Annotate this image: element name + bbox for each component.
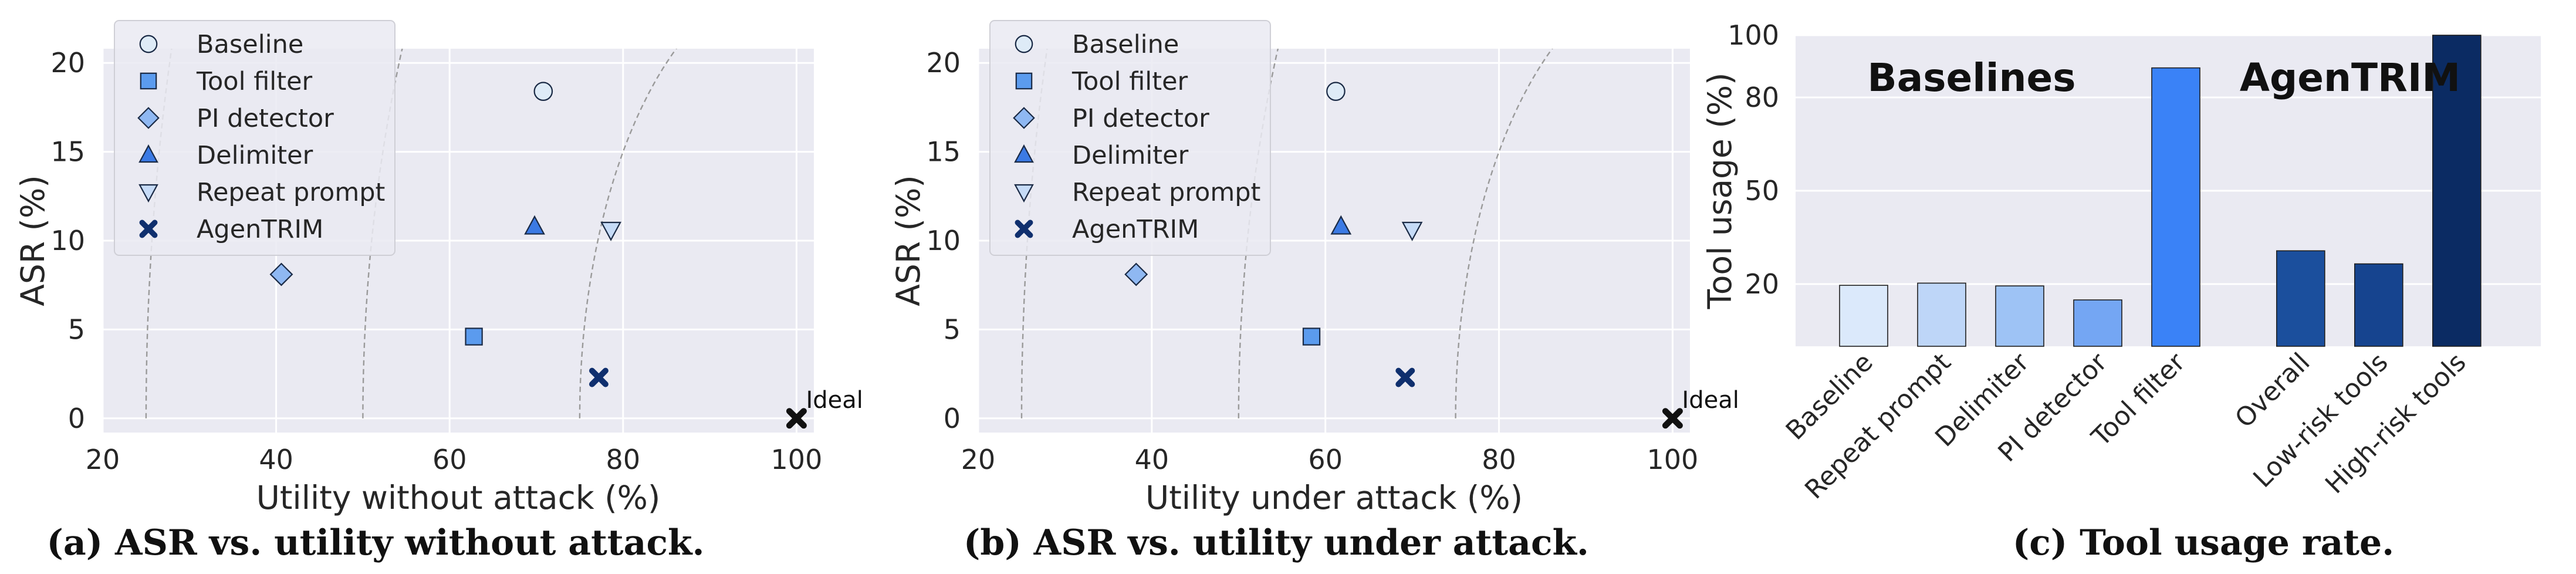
x-tick-label: High-risk tools [2320, 347, 2472, 499]
ideal-point [1662, 408, 1683, 429]
legend-marker [138, 144, 158, 163]
legend-marker [138, 184, 158, 203]
legend-label: PI detector [197, 104, 334, 133]
bar [2276, 250, 2325, 347]
y-axis-label: ASR (%) [890, 175, 927, 306]
x-axis-label: Utility under attack (%) [1145, 479, 1523, 516]
legend-marker [140, 72, 157, 90]
group-label-agentrim: AgenTRIM [2240, 55, 2460, 100]
x-tick-label: Low-risk tools [2247, 347, 2394, 494]
y-axis-label: Tool usage (%) [1701, 73, 1739, 310]
legend-label: Baseline [1072, 30, 1179, 59]
caption-c: (c) Tool usage rate. [2013, 522, 2394, 563]
legend-marker [139, 220, 158, 238]
x-tick-label: 80 [606, 444, 641, 475]
x-tick-label: 40 [259, 444, 293, 475]
x-tick-label: 60 [1308, 444, 1343, 475]
bar [2354, 263, 2403, 347]
legend-marker [1015, 220, 1033, 238]
legend-label: Repeat prompt [197, 178, 385, 207]
y-tick-label: 10 [926, 225, 961, 256]
caption-a: (a) ASR vs. utility without attack. [47, 522, 705, 563]
legend-marker [1015, 35, 1033, 53]
data-point [600, 221, 621, 241]
data-point [533, 82, 553, 101]
data-point [1330, 215, 1352, 235]
x-tick-label: 100 [771, 444, 823, 475]
y-tick-label: 100 [1728, 19, 1779, 51]
y-tick-label: 20 [1745, 268, 1779, 300]
data-point [465, 327, 483, 346]
legend-box [989, 20, 1271, 256]
bar [1917, 282, 1966, 347]
legend-label: Tool filter [1071, 67, 1188, 96]
data-point [1326, 82, 1346, 101]
y-tick-label: 15 [50, 136, 85, 168]
x-tick-label: 20 [86, 444, 120, 475]
iso-distance-arc [579, 49, 677, 418]
iso-distance-arc [1455, 49, 1553, 418]
bar [2073, 299, 2122, 347]
legend-marker [1013, 107, 1035, 129]
x-tick-label: 20 [961, 444, 996, 475]
legend-label: AgenTRIM [1072, 215, 1199, 244]
bar [1995, 285, 2044, 347]
legend-label: Baseline [197, 30, 303, 59]
data-point [1401, 221, 1423, 241]
legend-label: Tool filter [196, 67, 313, 96]
legend-label: PI detector [1072, 104, 1209, 133]
ideal-label: Ideal [806, 387, 863, 414]
y-tick-label: 5 [944, 313, 961, 345]
legend-label: Delimiter [197, 141, 313, 170]
legend-marker [1015, 72, 1033, 90]
y-tick-label: 80 [1745, 82, 1779, 113]
legend-marker [137, 107, 160, 129]
y-tick-label: 10 [50, 225, 85, 256]
legend-label: Delimiter [1072, 141, 1189, 170]
caption-b: (b) ASR vs. utility under attack. [964, 522, 1589, 563]
data-point [1124, 262, 1148, 286]
x-tick-label: 100 [1647, 444, 1699, 475]
y-tick-label: 50 [1745, 175, 1779, 207]
y-tick-label: 5 [68, 313, 85, 345]
group-label-baselines: Baselines [1867, 55, 2075, 100]
data-point [524, 215, 545, 235]
y-tick-label: 15 [926, 136, 961, 168]
x-tick-label: 60 [432, 444, 467, 475]
bar [2432, 35, 2482, 347]
legend-box [114, 20, 395, 256]
ideal-point [786, 408, 807, 429]
y-tick-label: 20 [50, 47, 85, 79]
data-point [1302, 327, 1321, 346]
y-tick-label: 0 [944, 403, 961, 434]
data-point [1395, 367, 1415, 387]
data-point [589, 367, 608, 387]
legend-label: Repeat prompt [1072, 178, 1260, 207]
x-axis-label: Utility without attack (%) [256, 479, 661, 516]
bar [2151, 67, 2200, 347]
x-tick-label: 40 [1135, 444, 1169, 475]
ideal-label: Ideal [1682, 387, 1739, 414]
legend-label: AgenTRIM [197, 215, 323, 244]
x-tick-label: 80 [1482, 444, 1516, 475]
legend-marker [1014, 144, 1034, 163]
y-tick-label: 20 [926, 47, 961, 79]
data-point [269, 262, 293, 286]
legend-marker [1014, 184, 1034, 203]
y-axis-label: ASR (%) [14, 175, 52, 306]
y-tick-label: 0 [68, 403, 85, 434]
bar [1839, 285, 1888, 347]
legend-marker [139, 35, 158, 53]
x-tick-label: Repeat prompt [1799, 347, 1957, 505]
